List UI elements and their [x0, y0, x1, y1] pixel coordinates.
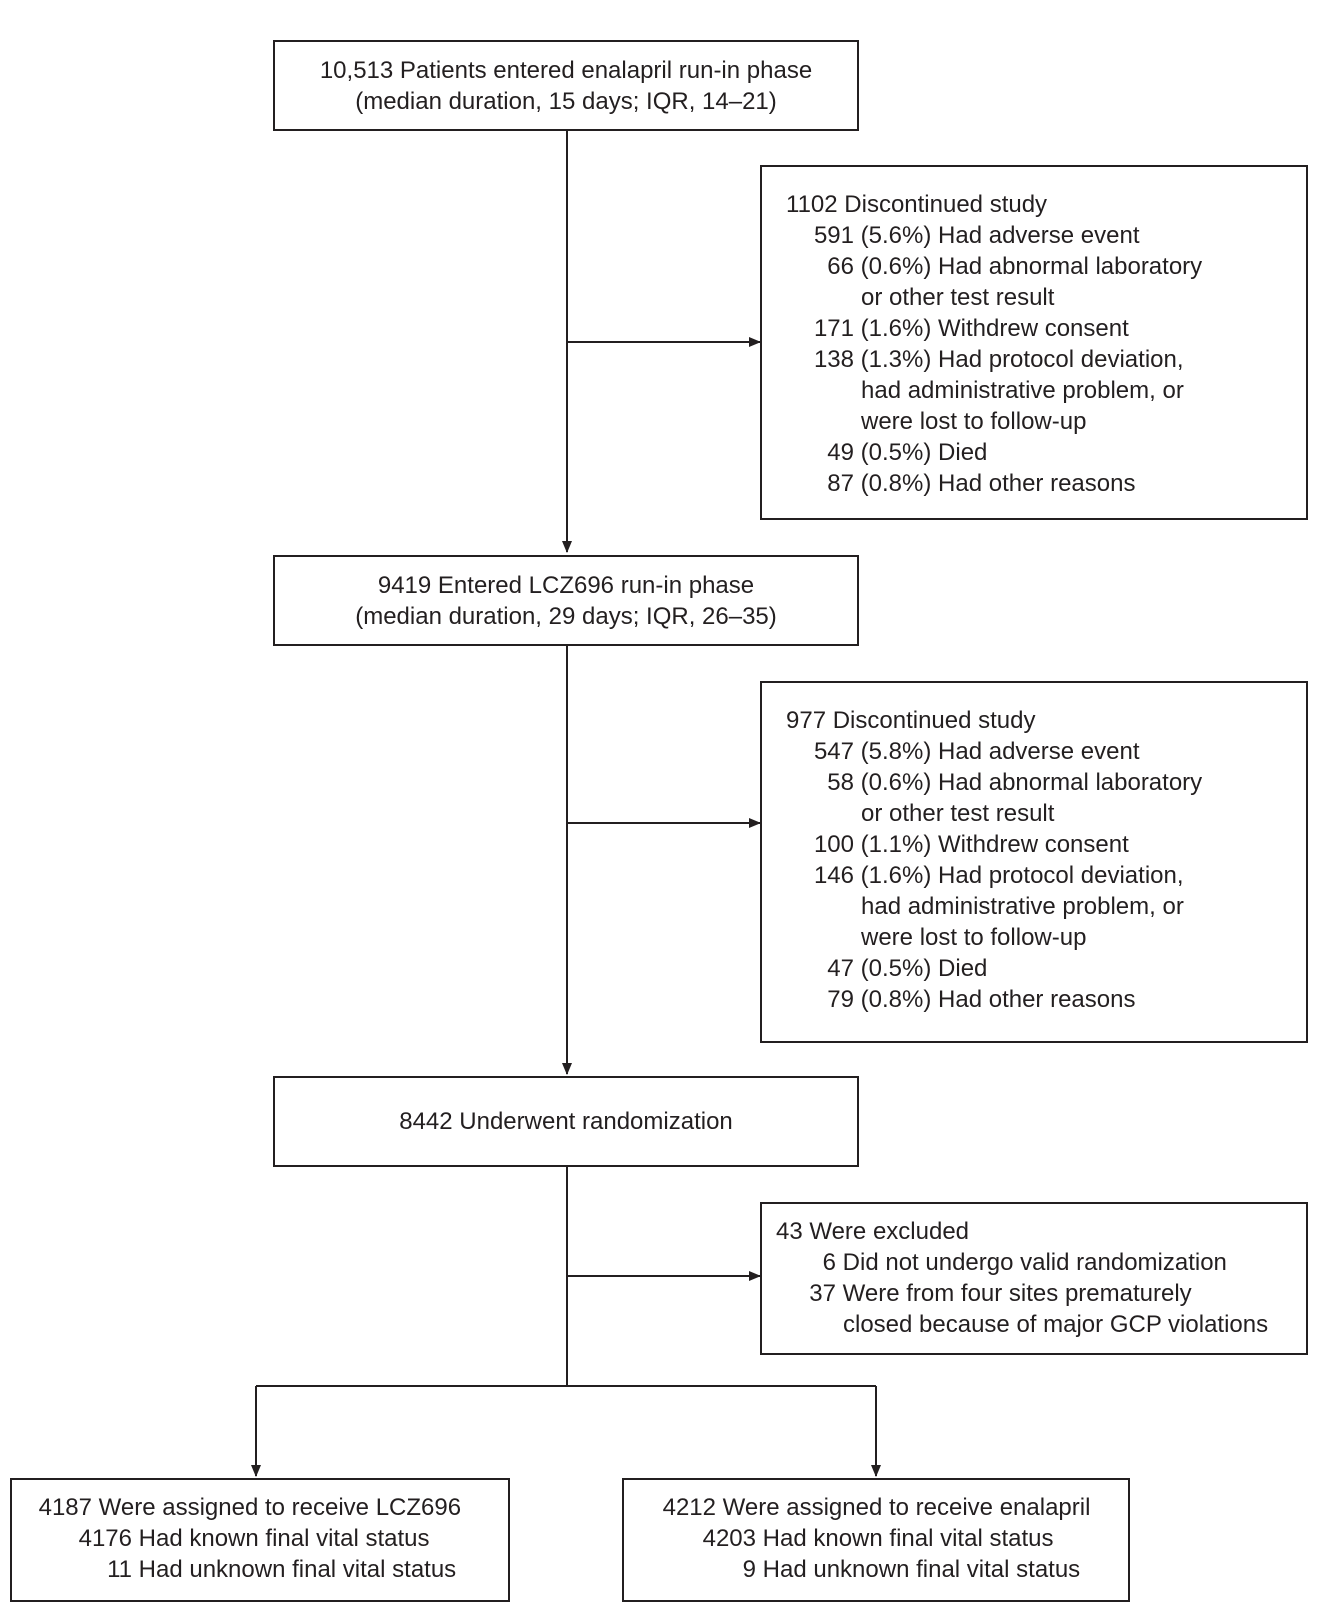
reason-count: 6: [822, 1249, 836, 1276]
reason-text: (1.1%) Withdrew consent: [854, 831, 1129, 858]
reason-text: (0.8%) Had other reasons: [854, 470, 1136, 497]
reason-text: Had known final vital status: [132, 1525, 430, 1552]
reason-text: (5.8%) Had adverse event: [854, 738, 1140, 765]
reason-continuation: or other test result: [861, 284, 1055, 311]
reason-row: 58 (0.6%) Had abnormal laboratory: [786, 767, 1306, 798]
reason-text: (5.6%) Had adverse event: [854, 222, 1140, 249]
reason-count: 4203: [702, 1525, 756, 1552]
exclusion2-header: 977 Discontinued study: [786, 707, 1036, 734]
randomization-label: 8442 Underwent randomization: [399, 1108, 733, 1135]
exclusion1-header: 1102 Discontinued study: [786, 191, 1048, 218]
reason-row: 49 (0.5%) Died: [786, 437, 1306, 468]
reason-row: 100 (1.1%) Withdrew consent: [786, 829, 1306, 860]
reason-text: (0.5%) Died: [854, 955, 988, 982]
runin2-line2: (median duration, 29 days; IQR, 26–35): [355, 602, 777, 630]
reason-text: Did not undergo valid randomization: [836, 1249, 1227, 1276]
reason-count: 11: [107, 1556, 132, 1583]
enalapril-arm-header: 4212 Were assigned to receive enalapril: [658, 1492, 1128, 1523]
reason-row: 591 (5.6%) Had adverse event: [786, 220, 1306, 251]
reason-text: (1.6%) Had protocol deviation,: [854, 862, 1184, 889]
reason-row: 47 (0.5%) Died: [786, 953, 1306, 984]
reason-text: (0.6%) Had abnormal laboratory: [854, 769, 1203, 796]
lcz696-assigned-text: Were assigned to receive LCZ696: [92, 1494, 462, 1521]
reason-text: Had unknown final vital status: [756, 1556, 1081, 1583]
reason-count: 171: [813, 315, 854, 342]
excluded-header: 43 Were excluded: [776, 1218, 970, 1245]
reason-row: 146 (1.6%) Had protocol deviation,: [786, 860, 1306, 891]
randomization-box: 8442 Underwent randomization: [273, 1076, 859, 1167]
reason-continuation: had administrative problem, or: [861, 893, 1184, 920]
enalapril-assigned-text: Were assigned to receive enalapril: [716, 1494, 1091, 1521]
reason-count: 9: [742, 1556, 756, 1583]
reason-continuation: were lost to follow-up: [861, 408, 1087, 435]
reason-text: Were from four sites prematurely: [836, 1280, 1192, 1307]
reason-count: 591: [813, 222, 854, 249]
reason-row: 6 Did not undergo valid randomization: [776, 1247, 1306, 1278]
reason-count: 547: [813, 738, 854, 765]
reason-row: 138 (1.3%) Had protocol deviation,: [786, 344, 1306, 375]
reason-text: Had known final vital status: [756, 1525, 1054, 1552]
reason-count: 138: [813, 346, 854, 373]
reason-text: (0.5%) Died: [854, 439, 988, 466]
runin2-box: 9419 Entered LCZ696 run-in phase (median…: [273, 555, 859, 646]
exclusion-box-runin2: 977 Discontinued study 547 (5.8%) Had ad…: [760, 681, 1308, 1043]
reason-count: 58: [827, 769, 854, 796]
reason-count: 146: [813, 862, 854, 889]
reason-row: 11 Had unknown final vital status: [34, 1554, 508, 1585]
reason-count: 66: [827, 253, 854, 280]
enalapril-assigned-count: 4212: [662, 1494, 716, 1521]
enrollment-box: 10,513 Patients entered enalapril run-in…: [273, 40, 859, 131]
reason-count: 37: [809, 1280, 836, 1307]
runin2-line1: 9419 Entered LCZ696 run-in phase: [377, 571, 755, 599]
exclusion-box-runin1: 1102 Discontinued study 591 (5.6%) Had a…: [760, 165, 1308, 520]
lcz696-arm-box: 4187 Were assigned to receive LCZ696 417…: [10, 1478, 510, 1602]
excluded-box: 43 Were excluded 6 Did not undergo valid…: [760, 1202, 1308, 1355]
reason-row: 79 (0.8%) Had other reasons: [786, 984, 1306, 1015]
reason-row: 66 (0.6%) Had abnormal laboratory: [786, 251, 1306, 282]
reason-row: 87 (0.8%) Had other reasons: [786, 468, 1306, 499]
reason-text: (1.3%) Had protocol deviation,: [854, 346, 1184, 373]
enrollment-line1: 10,513 Patients entered enalapril run-in…: [319, 56, 813, 84]
reason-continuation: closed because of major GCP violations: [843, 1311, 1269, 1338]
reason-continuation: had administrative problem, or: [861, 377, 1184, 404]
reason-text: Had unknown final vital status: [132, 1556, 457, 1583]
reason-continuation: were lost to follow-up: [861, 924, 1087, 951]
reason-count: 79: [827, 986, 854, 1013]
reason-continuation: or other test result: [861, 800, 1055, 827]
reason-row: 4176 Had known final vital status: [34, 1523, 508, 1554]
enrollment-line2: (median duration, 15 days; IQR, 14–21): [355, 87, 777, 115]
reason-count: 100: [813, 831, 854, 858]
reason-row: 9 Had unknown final vital status: [658, 1554, 1128, 1585]
reason-text: (0.8%) Had other reasons: [854, 986, 1136, 1013]
reason-text: (1.6%) Withdrew consent: [854, 315, 1129, 342]
reason-row: 547 (5.8%) Had adverse event: [786, 736, 1306, 767]
reason-count: 47: [827, 955, 854, 982]
lcz696-assigned-count: 4187: [38, 1494, 92, 1521]
reason-row: 171 (1.6%) Withdrew consent: [786, 313, 1306, 344]
reason-row: 4203 Had known final vital status: [658, 1523, 1128, 1554]
reason-count: 87: [827, 470, 854, 497]
lcz696-arm-header: 4187 Were assigned to receive LCZ696: [34, 1492, 508, 1523]
reason-row: 37 Were from four sites prematurely: [776, 1278, 1306, 1309]
reason-count: 4176: [78, 1525, 132, 1552]
enalapril-arm-box: 4212 Were assigned to receive enalapril …: [622, 1478, 1130, 1602]
reason-count: 49: [827, 439, 854, 466]
reason-text: (0.6%) Had abnormal laboratory: [854, 253, 1203, 280]
